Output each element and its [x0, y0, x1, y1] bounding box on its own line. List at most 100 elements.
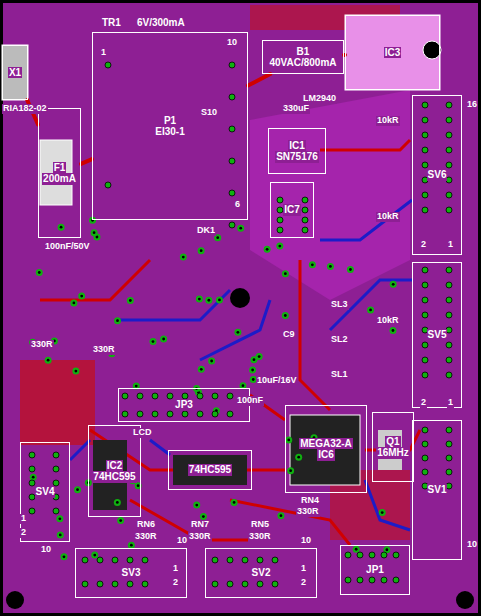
- via: [205, 297, 212, 304]
- pin-pad: [422, 102, 428, 108]
- pin-pad: [229, 62, 235, 68]
- component-label: 74HC595: [92, 471, 136, 483]
- via-hole: [239, 227, 242, 230]
- pin-pad: [227, 581, 233, 587]
- pin-pad: [446, 162, 452, 168]
- silkscreen-label: 1: [447, 240, 454, 250]
- component-outline: B140VAC/800mA: [262, 40, 344, 74]
- silkscreen-label: RN5: [250, 520, 270, 530]
- trace: [320, 200, 412, 240]
- via: [276, 243, 283, 250]
- pin-pad: [229, 94, 235, 100]
- pin-pad: [277, 197, 283, 203]
- via-hole: [207, 299, 210, 302]
- via-hole: [116, 319, 119, 322]
- via: [287, 467, 294, 474]
- node-body: X1: [3, 46, 27, 99]
- pin-pad: [381, 552, 387, 558]
- via-hole: [392, 329, 395, 332]
- pin-pad: [422, 312, 428, 318]
- via-hole: [266, 248, 269, 251]
- via: [237, 225, 244, 232]
- via-hole: [72, 302, 75, 305]
- silkscreen-label: 10kR: [376, 212, 400, 222]
- via: [347, 266, 354, 273]
- component-label: IC6: [317, 449, 335, 461]
- node-body: P1EI30-1: [93, 33, 247, 219]
- via: [198, 247, 205, 254]
- via: [327, 263, 334, 270]
- via: [196, 296, 203, 303]
- silkscreen-label: 10: [226, 38, 238, 48]
- pin-pad: [422, 455, 428, 461]
- via: [264, 246, 271, 253]
- pin-pad: [53, 480, 59, 486]
- pin-pad: [53, 508, 59, 514]
- mounting-hole: [456, 591, 474, 609]
- silkscreen-label: 2: [420, 240, 427, 250]
- silkscreen-label: 1: [100, 48, 107, 58]
- node-body: 74HC595: [169, 451, 251, 489]
- pin-pad: [345, 577, 351, 583]
- pin-pad: [212, 581, 218, 587]
- component-label: SN75176: [275, 151, 319, 163]
- via: [114, 317, 121, 324]
- pin-pad: [446, 117, 452, 123]
- silkscreen-label: C9: [282, 330, 296, 340]
- via-hole: [182, 256, 185, 259]
- pin-pad: [302, 197, 308, 203]
- via-hole: [38, 271, 41, 274]
- component-outline: JP3: [118, 388, 250, 422]
- pin-pad: [422, 207, 428, 213]
- pin-pad: [422, 117, 428, 123]
- component-label: SV3: [121, 567, 142, 579]
- via-hole: [32, 476, 35, 479]
- silkscreen-label: 1: [300, 564, 307, 574]
- pin-pad: [127, 557, 133, 563]
- component-label: IC7: [283, 204, 301, 216]
- silkscreen-label: DK1: [196, 226, 216, 236]
- pin-pad: [446, 455, 452, 461]
- component-label: EI30-1: [154, 126, 185, 138]
- pin-pad: [357, 577, 363, 583]
- via: [149, 338, 156, 345]
- pin-pad: [137, 411, 143, 417]
- top-traces: [40, 140, 420, 545]
- via-hole: [385, 548, 388, 551]
- pin-pad: [446, 469, 452, 475]
- copper-pour: [250, 90, 410, 300]
- pin-pad: [446, 372, 452, 378]
- node-body: IC7: [271, 183, 313, 237]
- via-hole: [242, 384, 245, 387]
- component-outline: IC274HC595: [88, 425, 141, 517]
- pin-pad: [446, 147, 452, 153]
- via-hole: [60, 226, 63, 229]
- pin-pad: [446, 342, 452, 348]
- pin-pad: [446, 102, 452, 108]
- component-label: P1: [163, 115, 177, 127]
- via: [390, 281, 397, 288]
- silkscreen-label: 2: [300, 578, 307, 588]
- pin-pad: [197, 411, 203, 417]
- trace: [40, 260, 150, 300]
- pin-pad: [227, 411, 233, 417]
- component-label: JP3: [174, 399, 194, 411]
- silkscreen-label: RN6: [136, 520, 156, 530]
- via: [30, 474, 37, 481]
- component-label: F1: [53, 162, 67, 174]
- via-hole: [278, 245, 281, 248]
- pin-pad: [446, 427, 452, 433]
- via: [216, 296, 223, 303]
- component-label: 40VAC/800mA: [268, 57, 337, 69]
- via: [72, 368, 79, 375]
- trace: [300, 260, 330, 410]
- via-hole: [200, 249, 203, 252]
- component-outline: SV5: [412, 262, 462, 408]
- via-hole: [258, 355, 261, 358]
- pin-pad: [446, 282, 452, 288]
- via: [36, 269, 43, 276]
- silkscreen-label: 2: [172, 578, 179, 588]
- mounting-hole: [230, 288, 250, 308]
- component-label: JP1: [365, 564, 385, 576]
- via: [282, 270, 289, 277]
